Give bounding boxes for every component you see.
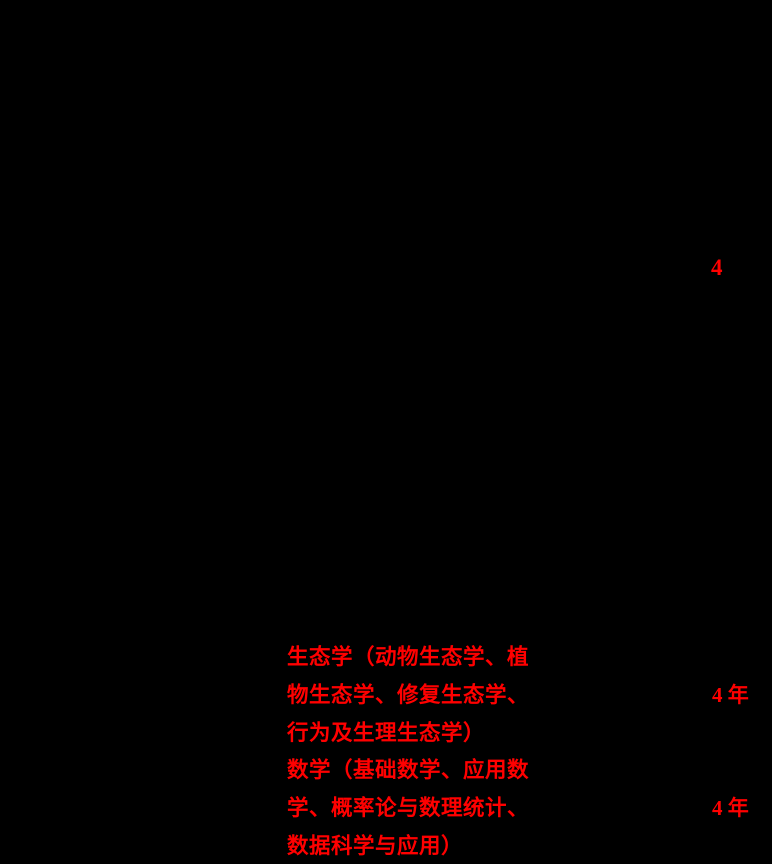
duration-ecology: 4 年 <box>712 683 749 707</box>
major-name-ecology: 生态学（动物生态学、植 物生态学、修复生态学、 行为及生理生态学） <box>287 645 530 745</box>
duration-mathematics: 4 年 <box>712 796 749 820</box>
duration-value-top: 4 <box>711 255 723 280</box>
major-name-mathematics: 数学（基础数学、应用数 学、概率论与数理统计、 数据科学与应用） <box>287 758 530 858</box>
